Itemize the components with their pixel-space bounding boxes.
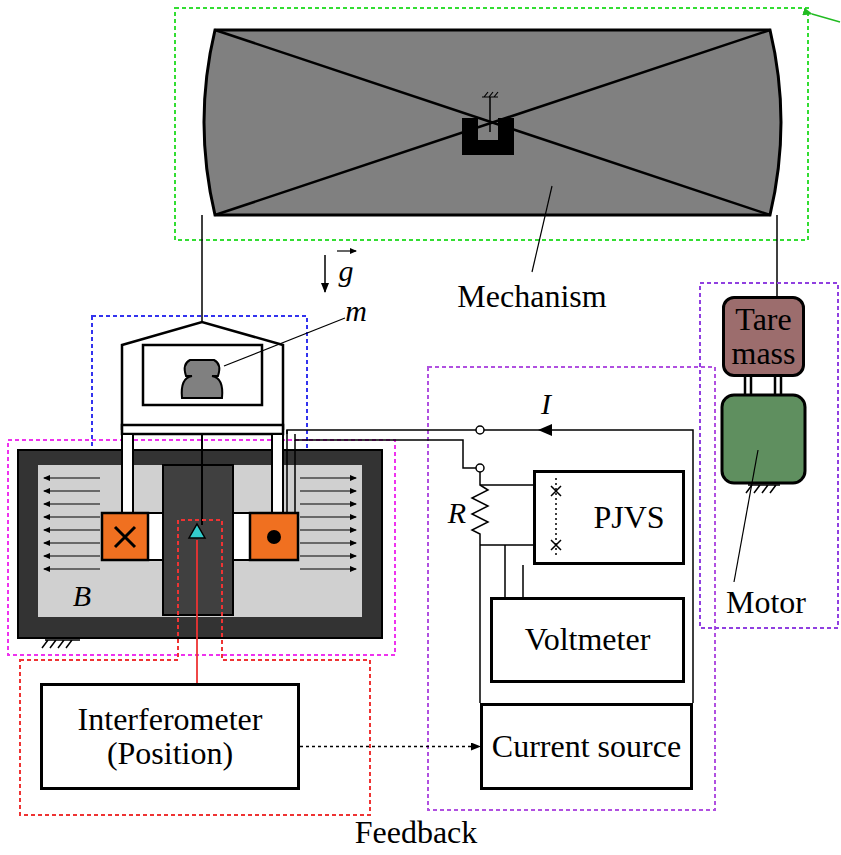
motor-coupling [745, 375, 781, 395]
resistor-symbol [472, 472, 488, 703]
laser-beam [196, 540, 198, 683]
motor [722, 395, 805, 483]
field-line [300, 556, 356, 557]
field-line [44, 491, 100, 492]
group-label: Feedback [355, 816, 478, 848]
pointer-arrow [812, 14, 840, 22]
coil-former [233, 513, 250, 560]
part-label: Mechanism [457, 280, 606, 312]
field-line [300, 478, 356, 479]
field-line [44, 478, 100, 479]
electrical-frame [428, 367, 715, 810]
field-symbol: B [73, 581, 91, 611]
magnet-yoke [18, 450, 382, 638]
mass-symbol: m [345, 296, 367, 326]
resistance-symbol: R [448, 498, 466, 528]
coil-wire [286, 430, 288, 514]
coil-section [250, 513, 298, 560]
pjvs-box: PJVS [533, 470, 685, 565]
leader-line [224, 318, 345, 366]
box-text: Interferometer (Position) [49, 703, 291, 770]
field-line [44, 569, 100, 570]
magnet-gap [38, 465, 362, 617]
pivot [462, 118, 514, 155]
box-text: Tare mass [731, 303, 796, 370]
interferometer-box: Interferometer (Position) [40, 683, 300, 790]
mechanism-frame [175, 8, 808, 240]
coil-wire [287, 430, 476, 434]
feedback-arrow [300, 746, 480, 748]
field-line [44, 556, 100, 557]
suspension-wire [201, 215, 203, 323]
coil-leg [272, 434, 283, 514]
switch-terminal [476, 464, 484, 472]
beam-strut [215, 30, 770, 215]
field-line [300, 530, 356, 531]
switch-terminal [476, 426, 484, 434]
field-line [300, 543, 356, 544]
tare-mass-box: Tare mass [722, 296, 805, 377]
current-symbol: I [541, 389, 551, 419]
pivot-suspension [489, 97, 491, 132]
hanger-bar [122, 425, 283, 434]
field-line [300, 491, 356, 492]
current-source-box: Current source [480, 703, 693, 790]
beam-strut [215, 30, 770, 215]
current-wire [484, 430, 693, 703]
sense-wire [505, 545, 523, 597]
mass-hanger [122, 322, 283, 430]
leader-line [734, 450, 758, 582]
coil-wire [294, 440, 296, 514]
field-line [44, 504, 100, 505]
field-line [44, 543, 100, 544]
box-text: Current source [492, 730, 681, 764]
part-label: Motor [726, 586, 806, 618]
feedback-frame [20, 520, 370, 815]
coil-former [148, 513, 163, 560]
gravity-arrow [324, 255, 326, 292]
box-text: PJVS [593, 501, 664, 535]
box-text: Voltmeter [525, 623, 651, 657]
voltmeter-box: Voltmeter [490, 597, 685, 683]
motor-group-frame [700, 283, 838, 628]
field-line [44, 530, 100, 531]
sense-wire [480, 485, 533, 545]
ground-symbol [42, 640, 80, 648]
current-into-page [115, 527, 135, 547]
test-mass [182, 360, 223, 398]
current-out-of-page [267, 530, 281, 544]
field-line [300, 569, 356, 570]
balance-beam [204, 30, 781, 215]
leader-line [532, 186, 552, 272]
field-line [44, 517, 100, 518]
josephson-junction [551, 486, 561, 550]
hanger-rod [201, 434, 203, 525]
field-lines [44, 478, 356, 569]
mass-pan [143, 345, 262, 405]
gravity-symbol: g [339, 256, 354, 286]
coil-leg [122, 434, 133, 514]
current-direction-arrow [538, 424, 552, 436]
suspension-wire [776, 215, 778, 298]
vector-arrow [337, 250, 356, 251]
field-line [300, 517, 356, 518]
field-line [300, 504, 356, 505]
ground-symbol [482, 92, 498, 97]
coil-section [102, 513, 148, 560]
interferometer-target [189, 524, 205, 538]
coil-wire [295, 434, 476, 468]
